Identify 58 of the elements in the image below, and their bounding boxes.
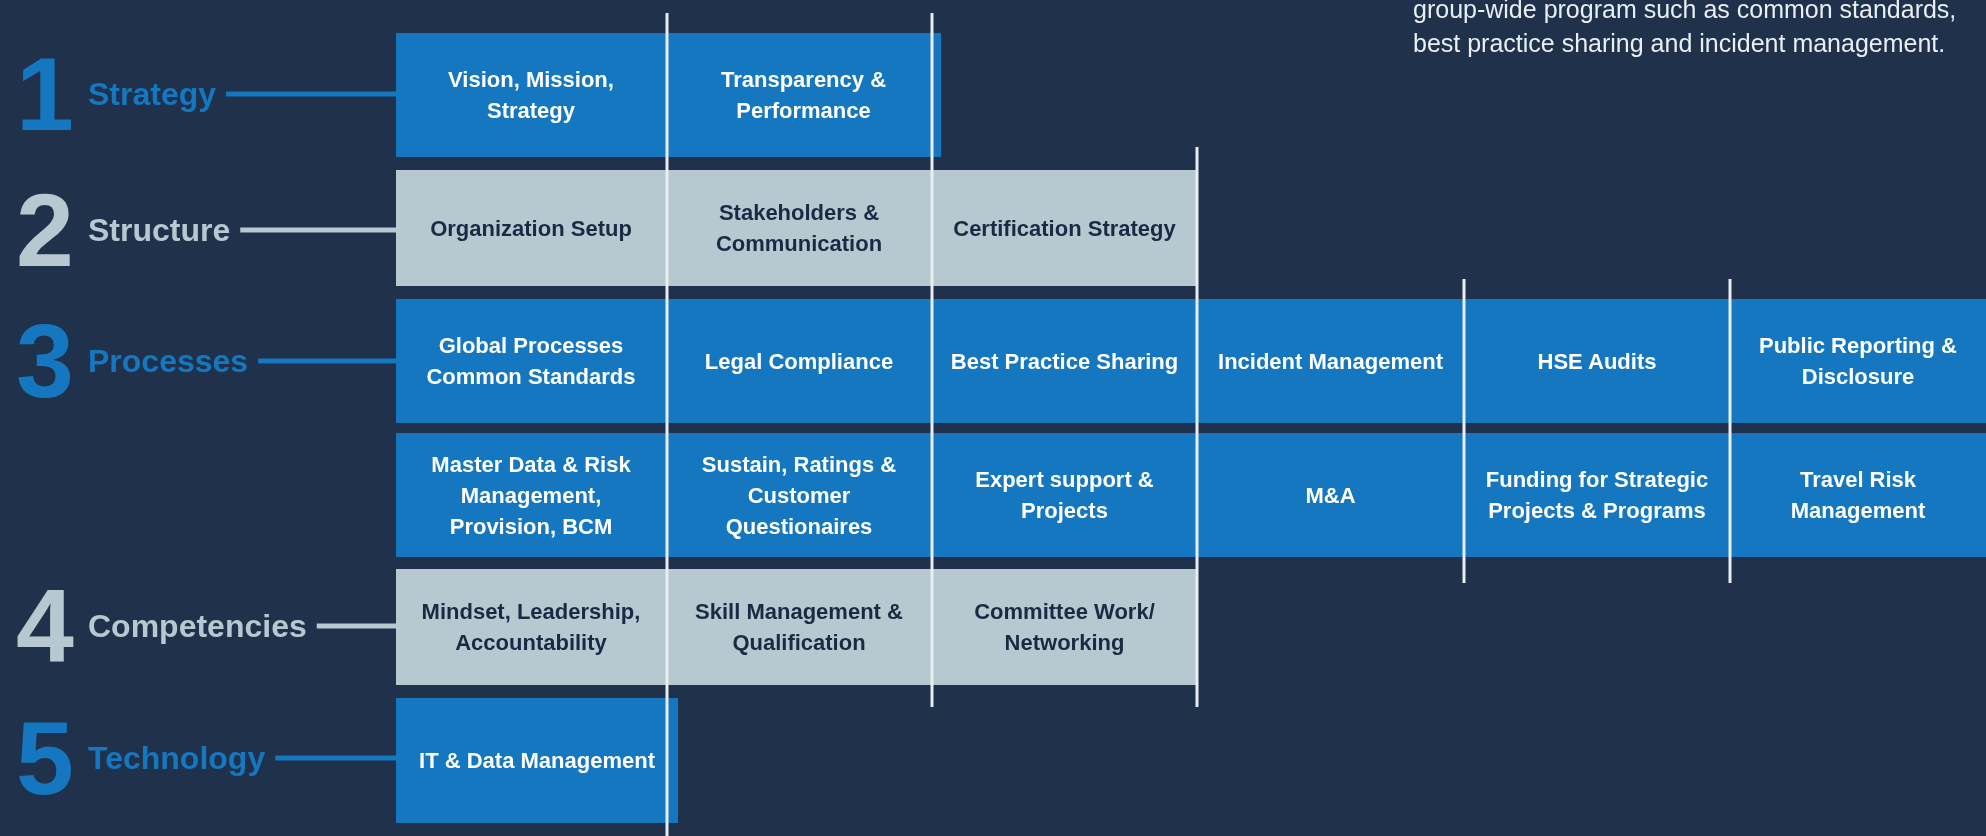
row-number: 3 xyxy=(15,311,75,411)
leader-line xyxy=(226,91,396,97)
topic-label: Expert support & Projects xyxy=(974,466,1155,525)
topic-box xyxy=(396,569,666,685)
row-number: 4 xyxy=(15,576,75,676)
topic-label: Vision, Mission, Strategy xyxy=(447,66,615,125)
topic-label: M&A xyxy=(1305,481,1356,510)
row-title: Structure xyxy=(88,211,231,249)
topic-box xyxy=(932,569,1197,685)
topic-label: Stakeholders & Communication xyxy=(714,199,884,258)
topic-label: Sustain, Ratings & Customer Questionaires xyxy=(700,450,898,541)
topic-box xyxy=(1197,433,1464,557)
topic-label: Public Reporting & Disclosure xyxy=(1758,332,1958,391)
topic-label: Best Practice Sharing xyxy=(950,347,1179,376)
row-number: 2 xyxy=(15,180,75,280)
topic-label: Skill Management & Qualification xyxy=(694,598,904,657)
topic-box xyxy=(666,569,932,685)
row-title: Technology xyxy=(88,739,266,777)
row-number: 5 xyxy=(15,708,75,808)
leader-line xyxy=(258,358,396,364)
topic-box xyxy=(932,299,1197,423)
topic-box xyxy=(1730,299,1986,423)
topic-box xyxy=(396,299,666,423)
leader-line xyxy=(275,755,396,761)
topic-box xyxy=(1197,299,1464,423)
row-title: Processes xyxy=(88,342,249,380)
topic-box xyxy=(396,33,666,157)
topic-box xyxy=(396,170,666,286)
row-title: Strategy xyxy=(88,75,217,113)
row-number: 1 xyxy=(15,44,75,144)
topic-box xyxy=(666,299,932,423)
topic-label: Legal Compliance xyxy=(704,347,894,376)
topic-label: Global Processes Common Standards xyxy=(425,332,637,391)
topic-label: Transparency & Performance xyxy=(719,66,888,125)
topic-box xyxy=(396,433,666,557)
topic-label: Mindset, Leadership, Accountability xyxy=(420,598,642,657)
topic-label: Committee Work/ Networking xyxy=(973,598,1156,657)
topic-box xyxy=(932,170,1197,286)
leader-line xyxy=(316,623,396,629)
row-title: Competencies xyxy=(88,607,307,645)
note-text: group-wide program such as common standards, best practice sharing and incident management. xyxy=(1413,0,1958,59)
topic-box xyxy=(666,433,932,557)
topic-label: Funding for Strategic Projects & Programs xyxy=(1484,466,1710,525)
topic-box xyxy=(1730,433,1986,557)
leader-line xyxy=(240,227,396,233)
topic-label: Master Data & Risk Management, Provision, BCM xyxy=(430,450,632,541)
topic-box xyxy=(396,698,678,823)
topic-label: Organization Setup xyxy=(430,214,632,243)
topic-box xyxy=(666,170,932,286)
topic-box xyxy=(932,433,1197,557)
topic-label: IT & Data Management xyxy=(419,747,655,775)
topic-box xyxy=(1464,433,1730,557)
topic-box xyxy=(1464,299,1730,423)
topic-label: Certification Strategy xyxy=(953,214,1176,243)
topic-box xyxy=(666,33,941,157)
topic-label: Travel Risk Management xyxy=(1789,466,1927,525)
topic-label: HSE Audits xyxy=(1537,347,1657,376)
topic-label: Incident Management xyxy=(1218,347,1443,376)
